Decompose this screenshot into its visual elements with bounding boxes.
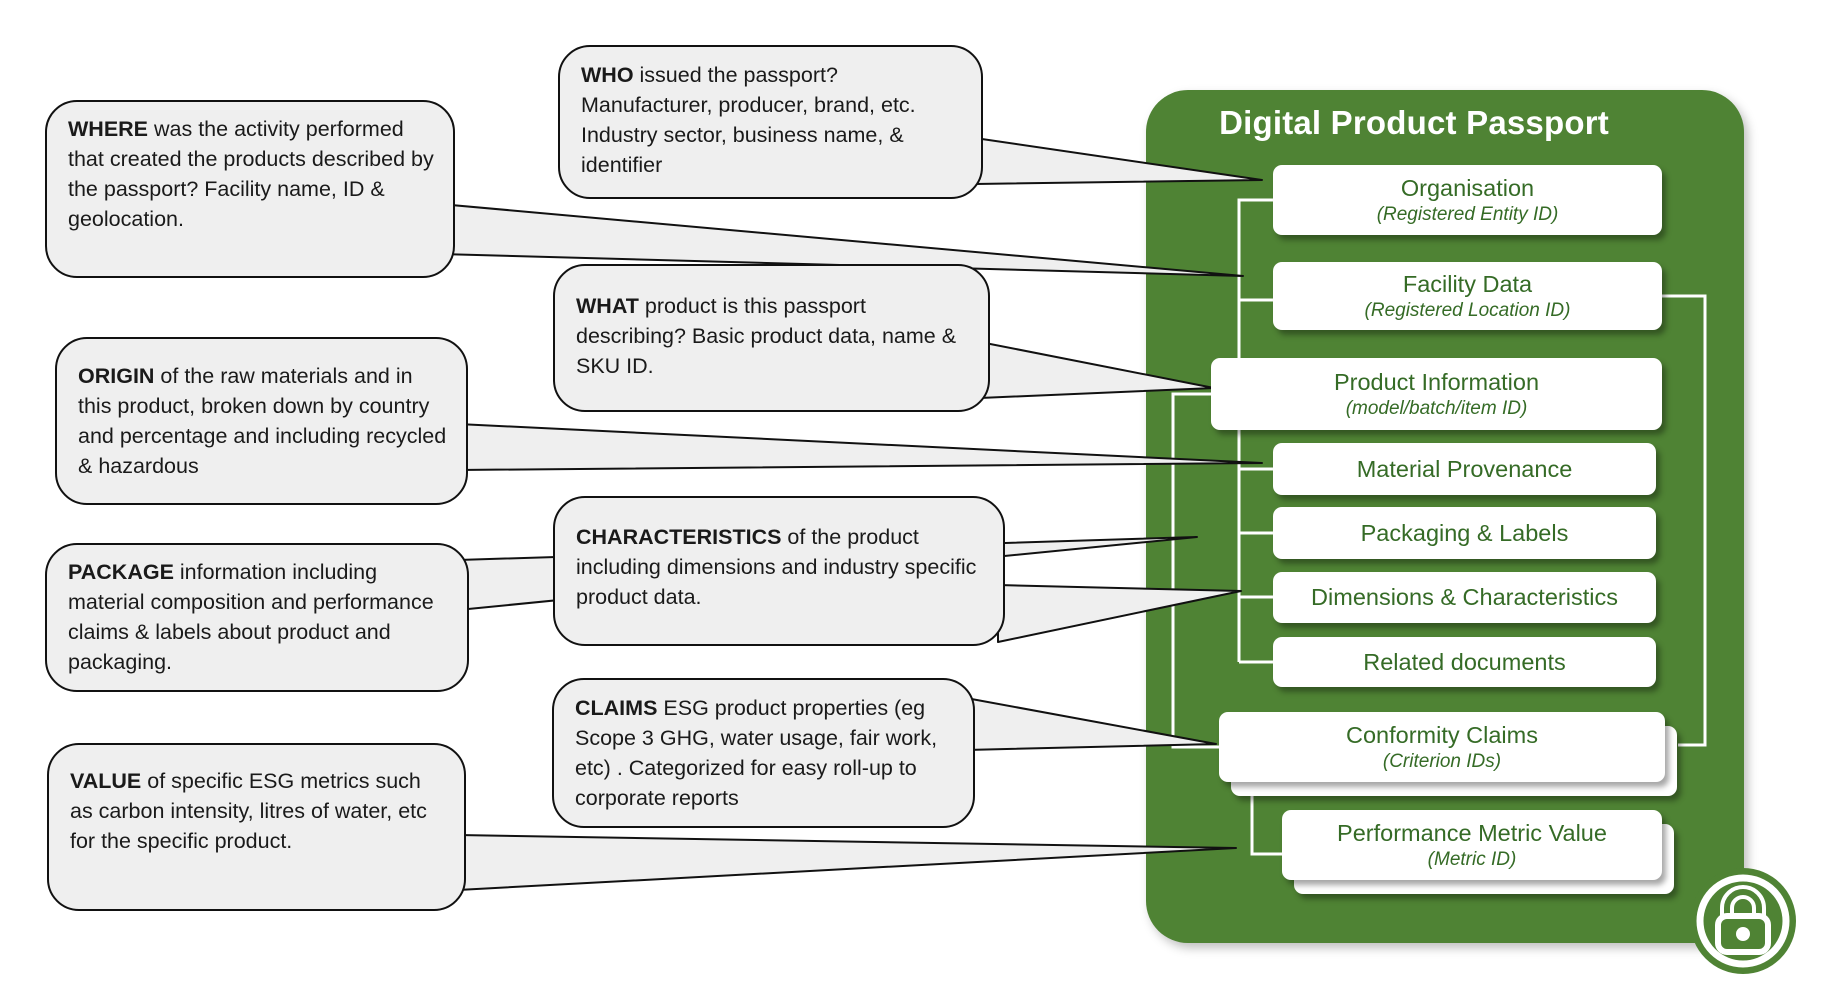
- callout-lead: PACKAGE: [68, 560, 174, 584]
- box-subtitle: (model/batch/item ID): [1345, 398, 1528, 419]
- callout-tail-what: [979, 341, 1215, 399]
- callout-value: VALUE of specific ESG metrics such as ca…: [47, 743, 466, 911]
- callout-tail-who: [974, 137, 1263, 185]
- box-title: Performance Metric Value: [1337, 820, 1607, 846]
- dpp-box-facility-data: Facility Data (Registered Location ID): [1273, 262, 1662, 330]
- box-title: Dimensions & Characteristics: [1311, 584, 1618, 610]
- box-title: Conformity Claims: [1346, 722, 1538, 748]
- box-subtitle: (Criterion IDs): [1382, 751, 1502, 772]
- dpp-box-conformity-claims: Conformity Claims (Criterion IDs): [1219, 712, 1665, 782]
- callout-text: of the raw materials and in this product…: [78, 364, 447, 478]
- callout-tail-value: [457, 834, 1237, 891]
- callout-text: of the product including dimensions and …: [576, 525, 977, 609]
- callout-text: issued the passport? Manufacturer, produ…: [581, 63, 916, 177]
- callout-tail-claims: [965, 697, 1217, 751]
- callout-package: PACKAGE information including material c…: [45, 543, 469, 692]
- dpp-box-packaging-labels: Packaging & Labels: [1273, 507, 1656, 559]
- box-title: Organisation: [1400, 175, 1535, 201]
- callout-lead: WHAT: [576, 294, 639, 318]
- callout-claims: CLAIMS ESG product properties (eg Scope …: [552, 678, 975, 828]
- callout-text: information including material compositi…: [68, 560, 434, 674]
- callout-lead: ORIGIN: [78, 364, 155, 388]
- callout-text: was the activity performed that created …: [68, 117, 434, 231]
- box-subtitle: (Registered Entity ID): [1376, 204, 1559, 225]
- dpp-box-product-information: Product Information (model/batch/item ID…: [1211, 358, 1662, 430]
- callout-text: product is this passport describing? Bas…: [576, 294, 957, 378]
- box-title: Related documents: [1363, 648, 1566, 675]
- callout-tail-characteristics: [997, 584, 1242, 643]
- dpp-box-dimensions-characteristics: Dimensions & Characteristics: [1273, 572, 1656, 623]
- tree-connector-lines: [1171, 198, 1707, 856]
- callout-characteristics: CHARACTERISTICS of the product including…: [553, 496, 1005, 646]
- box-title: Facility Data: [1402, 271, 1533, 297]
- callout-tail-origin: [457, 423, 1263, 471]
- callout-where: WHERE was the activity performed that cr…: [45, 100, 455, 278]
- callout-text: ESG product properties (eg Scope 3 GHG, …: [575, 696, 938, 810]
- box-title: Packaging & Labels: [1360, 519, 1569, 546]
- callout-text: of specific ESG metrics such as carbon i…: [70, 769, 427, 853]
- callout-lead: WHERE: [68, 117, 149, 141]
- dpp-box-material-provenance: Material Provenance: [1273, 443, 1656, 495]
- dpp-panel-title: Digital Product Passport: [1219, 104, 1609, 141]
- box-title: Product Information: [1333, 369, 1540, 395]
- callout-what: WHAT product is this passport describing…: [553, 264, 990, 412]
- callout-lead: VALUE: [70, 769, 142, 793]
- dpp-box-organisation: Organisation (Registered Entity ID): [1273, 165, 1662, 235]
- callout-lead: CLAIMS: [575, 696, 658, 720]
- callout-lead: WHO: [581, 63, 634, 87]
- box-title: Material Provenance: [1356, 455, 1573, 482]
- callout-who: WHO issued the passport? Manufacturer, p…: [558, 45, 983, 199]
- lock-icon: [1690, 868, 1796, 974]
- callout-lead: CHARACTERISTICS: [576, 525, 782, 549]
- dpp-box-performance-metric-value: Performance Metric Value (Metric ID): [1282, 810, 1662, 880]
- callout-origin: ORIGIN of the raw materials and in this …: [55, 337, 468, 505]
- box-subtitle: (Registered Location ID): [1364, 300, 1571, 321]
- dpp-box-related-documents: Related documents: [1273, 637, 1656, 687]
- box-subtitle: (Metric ID): [1427, 849, 1517, 870]
